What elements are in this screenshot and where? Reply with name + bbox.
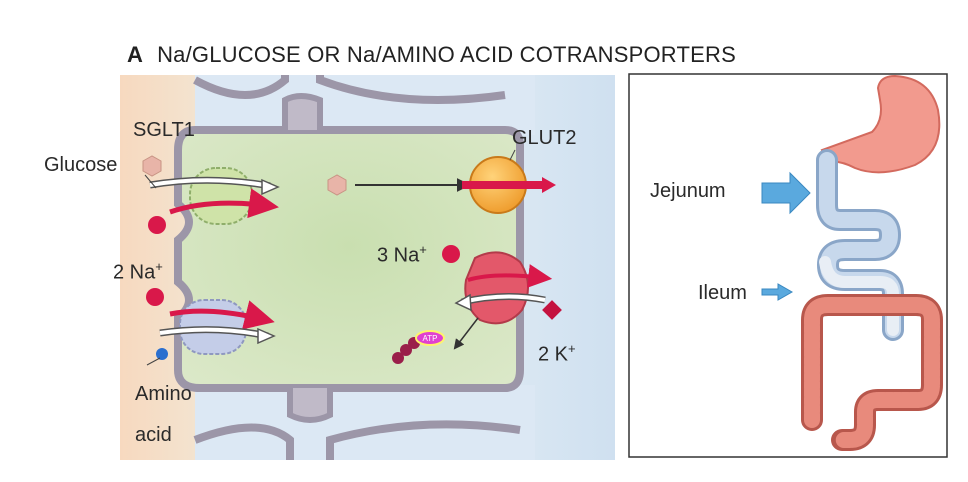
sodium-ion-1: [148, 216, 166, 234]
amino-acid-label-line2: acid: [135, 424, 172, 446]
glut2-transporter: [462, 149, 556, 214]
glut2-label: GLUT2: [512, 127, 577, 149]
amino-acid-leader: [146, 357, 161, 366]
sodium-ion-3: [442, 245, 460, 263]
neighbor-membrane-bottom-right: [326, 420, 521, 460]
potassium-label: 2 K+: [538, 338, 576, 366]
potassium-ion: [542, 300, 562, 320]
amino-acid-label-line1: Amino: [135, 383, 192, 405]
na-k-pump: [453, 251, 553, 350]
amino-acid-transporter: [159, 299, 276, 355]
panel-letter: A: [127, 42, 144, 67]
jejunum-label: Jejunum: [650, 180, 726, 202]
cytosolic-glucose: [327, 174, 347, 196]
neighbor-membrane-bottom-left: [193, 423, 294, 460]
jejunum-arrow: [761, 171, 811, 215]
title-text: Na/GLUCOSE OR Na/AMINO ACID COTRANSPORTE…: [157, 42, 736, 67]
sodium3-text: 3 Na: [377, 244, 420, 267]
sglt1-leader: [144, 174, 157, 189]
sodium2-label: 2 Na+: [113, 256, 163, 284]
potassium-charge: +: [568, 341, 576, 356]
sglt1-label: SGLT1: [133, 119, 195, 141]
glucose-molecule: [142, 155, 162, 177]
sodium3-charge: +: [419, 242, 427, 257]
ileum-label: Ileum: [698, 282, 747, 304]
ileum-segment: [819, 256, 899, 336]
ileum-arrow: [761, 283, 794, 301]
potassium-text: 2 K: [538, 343, 569, 366]
atp-label: ATP: [423, 334, 438, 343]
neighbor-membrane-top-right: [316, 75, 506, 104]
amino-acid-molecule: [156, 348, 168, 360]
glucose-label: Glucose: [44, 154, 118, 176]
sodium2-text: 2 Na: [113, 261, 156, 284]
colon: [804, 297, 940, 448]
stomach: [820, 74, 941, 174]
sglt1-transporter: [149, 167, 280, 225]
sodium-ion-2: [146, 288, 164, 306]
tight-junction-top: [282, 93, 323, 130]
figure-title: A Na/GLUCOSE OR Na/AMINO ACID COTRANSPORT…: [127, 42, 736, 68]
sodium2-charge: +: [155, 259, 163, 274]
sodium3-label: 3 Na+: [377, 239, 427, 267]
interstitial-top: [195, 75, 535, 135]
tight-junction-bottom: [287, 388, 333, 423]
neighbor-membrane-top-left: [193, 75, 289, 99]
atp-molecule: ATP: [392, 330, 445, 364]
